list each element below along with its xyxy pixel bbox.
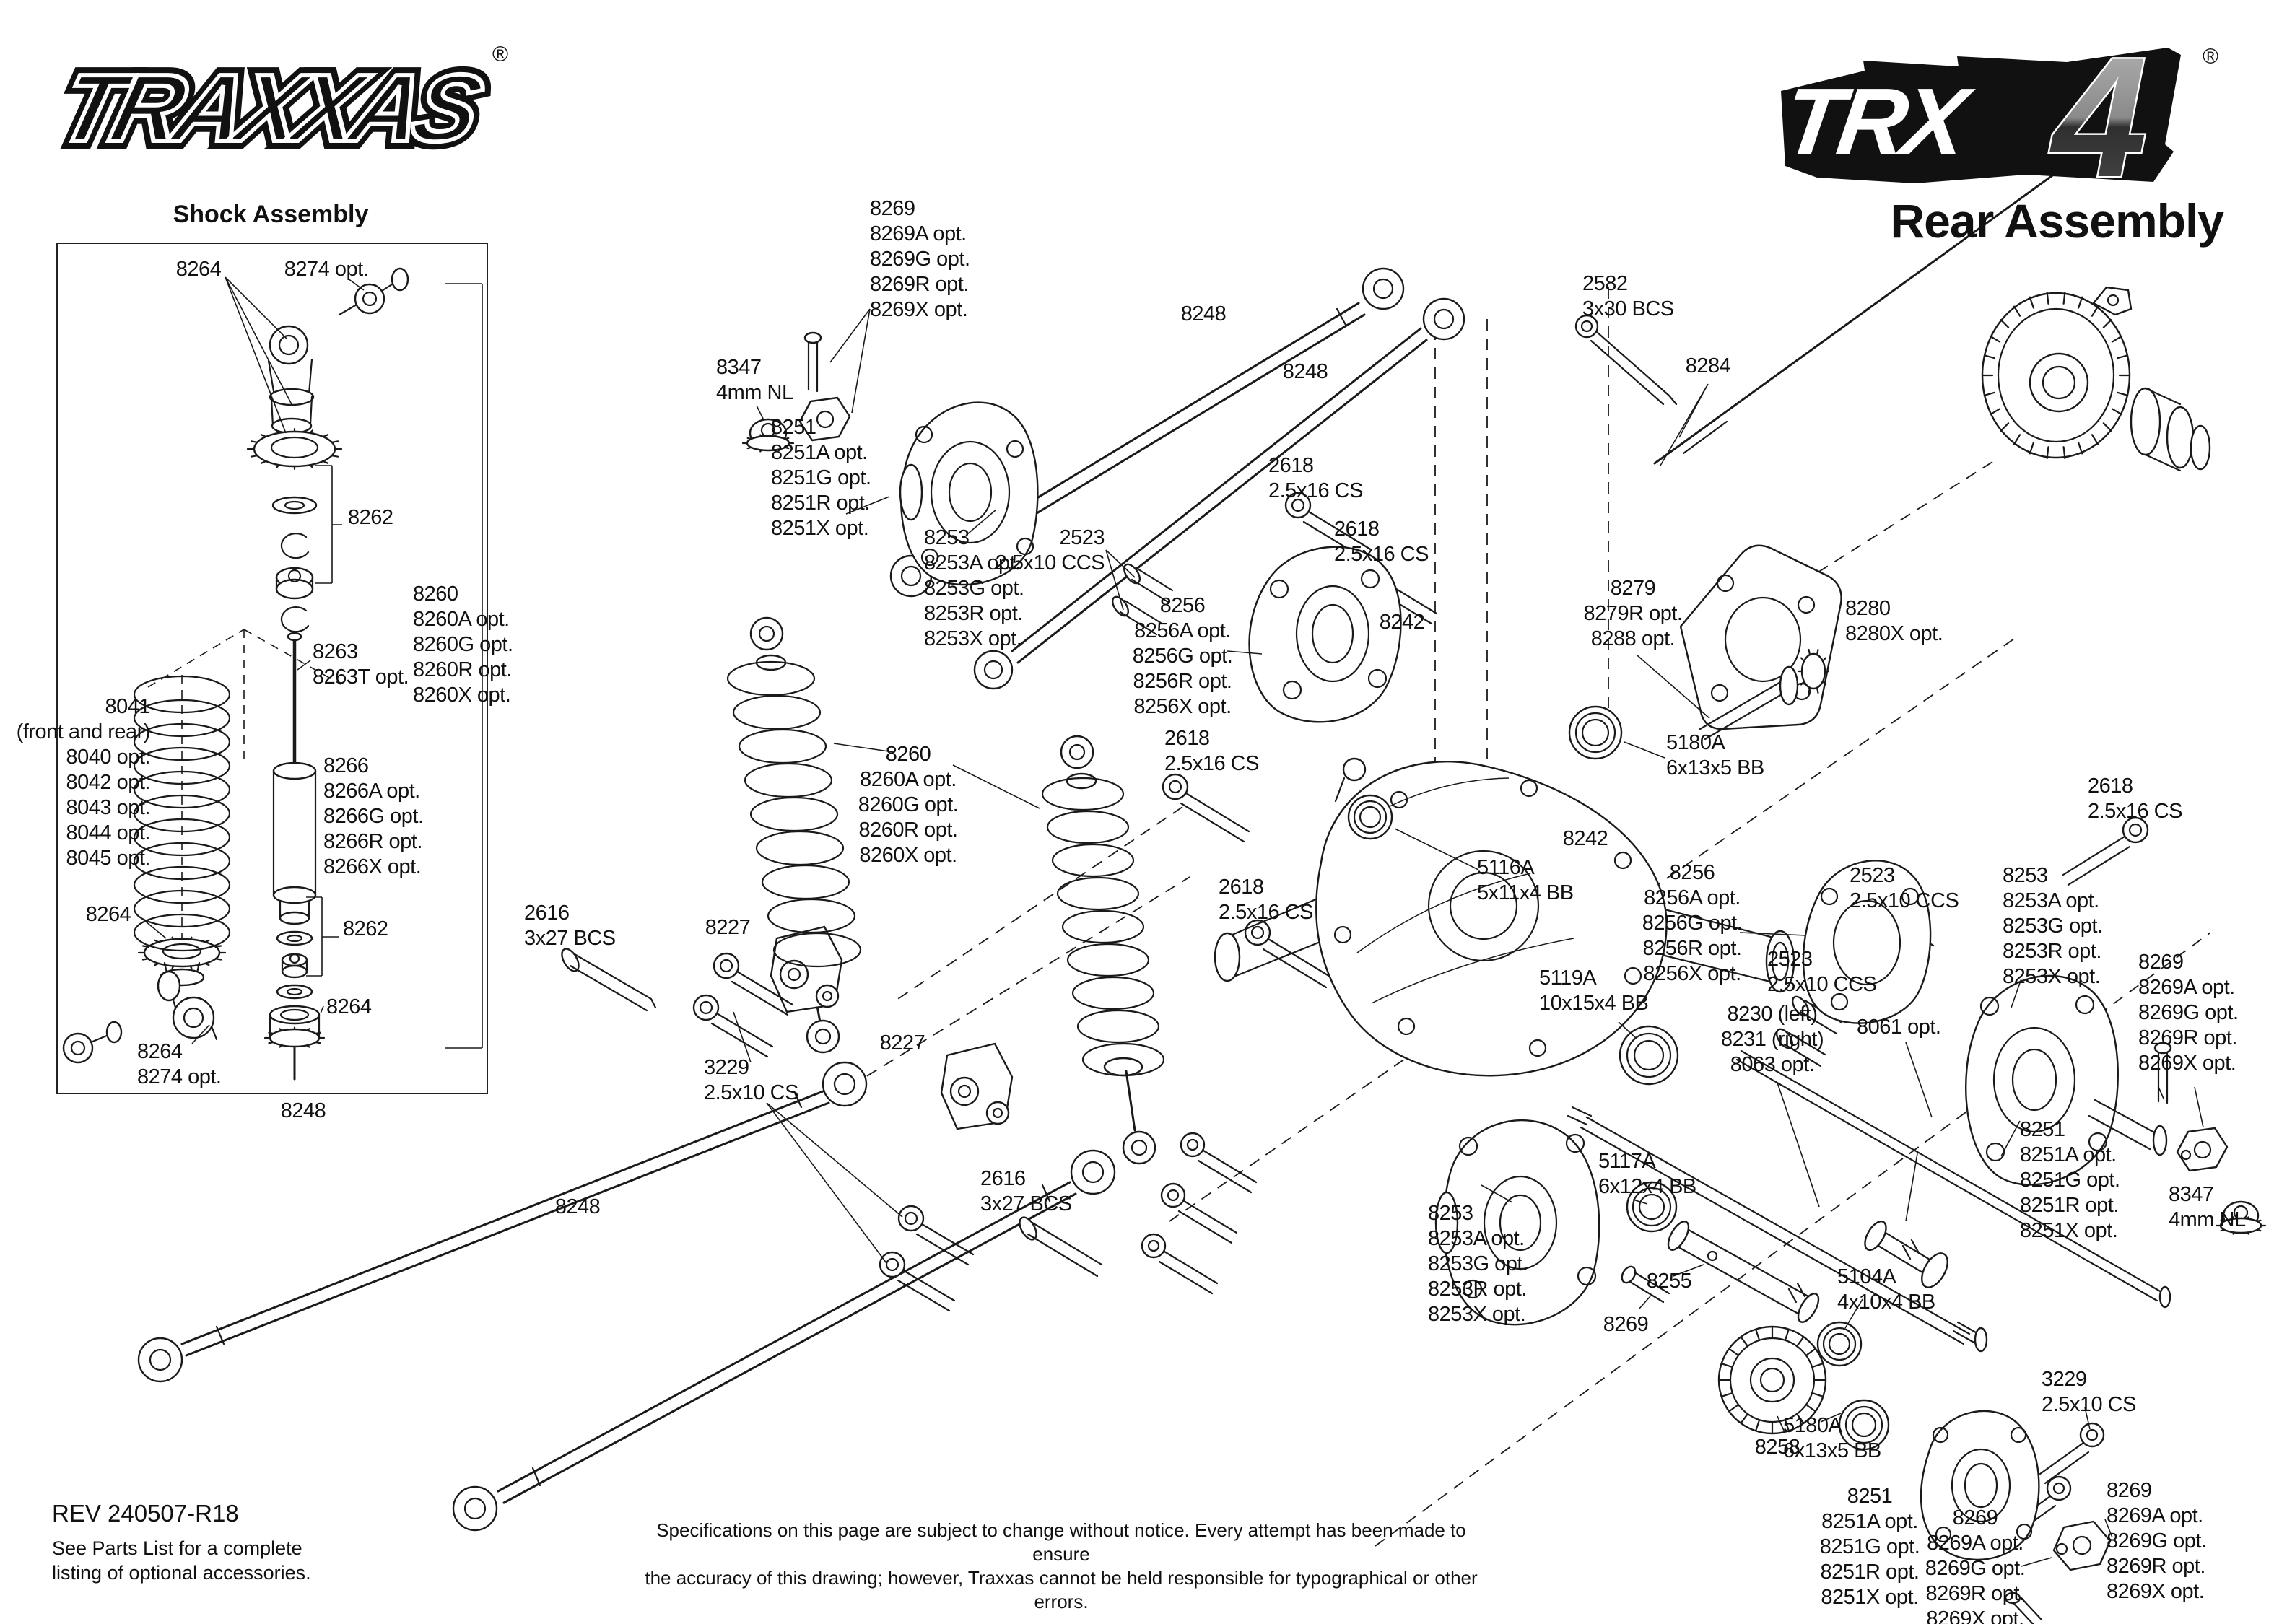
part-label-m-8251-bot: 8251 8251A opt. 8251G opt. 8251R opt. 82… bbox=[1819, 1485, 1920, 1609]
shock-damper-parts bbox=[254, 269, 408, 1079]
shock-box-leader-lines bbox=[141, 277, 482, 1048]
disclaimer-text: Specifications on this page are subject … bbox=[645, 1519, 1478, 1612]
part-label-m-5117A: 5117A 6x12x4 BB bbox=[1598, 1150, 1696, 1198]
part-label-m-2523-a: 2523 2.5x10 CCS bbox=[995, 526, 1105, 575]
part-label-s-8264-bot: 8264 8274 opt. bbox=[137, 1040, 222, 1088]
traxxas-logo-text-outline: TRAXXAS bbox=[50, 56, 492, 162]
part-label-m-2523-b: 2523 2.5x10 CCS bbox=[1850, 864, 1959, 912]
part-label-m-5180A-a: 5180A 6x13x5 BB bbox=[1666, 731, 1764, 780]
screws-and-pins bbox=[559, 315, 2171, 1624]
registered-mark-icon: ® bbox=[2203, 45, 2218, 69]
leader-lines bbox=[733, 309, 2203, 1566]
trx4-logo-plate bbox=[1781, 48, 2181, 183]
shock-assembly-title: Shock Assembly bbox=[173, 201, 369, 228]
portal-gearbox-housings bbox=[747, 398, 2261, 1570]
part-label-m-5119A: 5119A 10x15x4 BB bbox=[1539, 966, 1649, 1015]
part-label-s-8264-cup: 8264 bbox=[326, 995, 372, 1018]
part-label-s-8260: 8260 8260A opt. 8260G opt. 8260R opt. 82… bbox=[413, 582, 513, 707]
part-label-m-8260-main: 8260 8260A opt. 8260G opt. 8260R opt. 82… bbox=[858, 743, 959, 867]
part-label-m-2618-b: 2618 2.5x16 CS bbox=[1334, 518, 1429, 566]
part-label-m-3229-a: 3229 2.5x10 CS bbox=[704, 1056, 798, 1104]
revision-text: REV 240507-R18 bbox=[52, 1500, 239, 1527]
part-label-m-8230: 8230 (left) 8231 (right) 8063 opt. bbox=[1720, 1003, 1824, 1076]
part-label-m-2618-d: 2618 2.5x16 CS bbox=[2088, 774, 2182, 823]
part-label-m-8279: 8279 8279R opt. 8288 opt. bbox=[1583, 577, 1683, 650]
part-label-m-8251-top: 8251 8251A opt. 8251G opt. 8251R opt. 82… bbox=[771, 416, 871, 540]
parts-list-note: See Parts List for a complete listing of… bbox=[52, 1537, 311, 1584]
part-label-m-2618-a: 2618 2.5x16 CS bbox=[1268, 454, 1363, 502]
registered-mark-icon: ® bbox=[492, 43, 508, 66]
output-shafts-and-bearings bbox=[1349, 654, 2170, 1351]
part-label-m-8256-left: 8256 8256A opt. 8256G opt. 8256R opt. 82… bbox=[1132, 594, 1233, 718]
part-label-m-8253-bot: 8253 8253A opt. 8253G opt. 8253R opt. 82… bbox=[1428, 1202, 1528, 1326]
part-label-m-5116A: 5116A 5x11x4 BB bbox=[1477, 856, 1574, 904]
trx4-logo-trx: TRX bbox=[1777, 69, 1979, 175]
part-label-m-8061: 8061 opt. bbox=[1857, 1016, 1941, 1039]
part-label-m-2618-c: 2618 2.5x16 CS bbox=[1164, 727, 1259, 775]
transfer-shaft-and-gear bbox=[1627, 1182, 1889, 1449]
part-label-m-8280: 8280 8280X opt. bbox=[1845, 597, 1943, 645]
part-label-s-8248: 8248 bbox=[280, 1099, 326, 1122]
part-label-m-8242-a: 8242 bbox=[1379, 611, 1425, 634]
part-label-m-8347-top: 8347 4mm NL bbox=[716, 356, 793, 404]
page-title: Rear Assembly bbox=[1890, 194, 2224, 248]
part-label-m-2616-a: 2616 3x27 BCS bbox=[524, 902, 616, 950]
part-label-m-8227-a: 8227 bbox=[705, 916, 751, 939]
part-label-m-8269-botc: 8269 8269A opt. 8269G opt. 8269R opt. 82… bbox=[1925, 1506, 2026, 1624]
part-label-m-8242-b: 8242 bbox=[1562, 827, 1608, 850]
part-label-s-8262-b: 8262 bbox=[343, 917, 388, 940]
part-label-s-8274-top: 8274 opt. bbox=[284, 258, 369, 281]
assembled-shock-absorbers bbox=[751, 618, 1155, 1164]
part-label-m-8269-botr: 8269 8269A opt. 8269G opt. 8269R opt. 82… bbox=[2107, 1479, 2207, 1603]
trx4-logo-four: 4 bbox=[2049, 35, 2147, 201]
part-label-m-8347-right: 8347 4mm NL bbox=[2169, 1183, 2246, 1231]
traxxas-logo: TRAXXAS TRAXXAS ® bbox=[38, 22, 528, 198]
part-label-m-8248-a: 8248 bbox=[1180, 302, 1227, 326]
suspension-link-rods bbox=[139, 269, 1464, 1530]
part-label-m-2523-c: 2523 2.5x10 CCS bbox=[1767, 948, 1877, 996]
part-label-m-8284: 8284 bbox=[1685, 354, 1731, 377]
part-label-m-3229-b: 3229 2.5x10 CS bbox=[2042, 1368, 2136, 1416]
pinion-shaft-and-differential bbox=[1655, 126, 2210, 471]
part-label-s-8266: 8266 8266A opt. 8266G opt. 8266R opt. 82… bbox=[323, 754, 424, 878]
shock-assembly-box bbox=[56, 243, 488, 1094]
part-label-m-5104A: 5104A 4x10x4 BB bbox=[1837, 1265, 1935, 1314]
part-label-s-8263: 8263 8263T opt. bbox=[313, 640, 409, 689]
part-label-s-8262-a: 8262 bbox=[348, 506, 393, 529]
part-label-m-8255: 8255 bbox=[1646, 1270, 1692, 1293]
part-label-m-2616-b: 2616 3x27 BCS bbox=[980, 1167, 1072, 1215]
part-label-s-8264-perch: 8264 bbox=[85, 903, 131, 926]
part-label-m-8269-top: 8269 8269A opt. 8269G opt. 8269R opt. 82… bbox=[870, 197, 970, 321]
part-label-m-8256-right: 8256 8256A opt. 8256G opt. 8256R opt. 82… bbox=[1642, 861, 1743, 985]
part-label-m-8248-c: 8248 bbox=[554, 1195, 601, 1218]
part-label-m-8269-pin: 8269 bbox=[1603, 1313, 1649, 1336]
part-label-m-8248-b: 8248 bbox=[1282, 360, 1328, 383]
part-label-s-springs: 8041 (front and rear) 8040 opt. 8042 opt… bbox=[16, 695, 151, 870]
generated-coils-and-teeth bbox=[134, 292, 2265, 1433]
part-label-m-8253-right: 8253 8253A opt. 8253G opt. 8253R opt. 82… bbox=[2003, 864, 2103, 988]
part-label-m-2618-e: 2618 2.5x16 CS bbox=[1219, 876, 1313, 924]
traxxas-logo-text-inline: TRAXXAS bbox=[50, 56, 492, 162]
part-label-m-8251-right: 8251 8251A opt. 8251G opt. 8251R opt. 82… bbox=[2020, 1118, 2120, 1242]
part-label-m-2582: 2582 3x30 BCS bbox=[1582, 272, 1674, 320]
part-label-m-8269-right: 8269 8269A opt. 8269G opt. 8269R opt. 82… bbox=[2138, 951, 2239, 1075]
part-label-m-8253-top: 8253 8253A opt. 8253G opt. 8253R opt. 82… bbox=[924, 526, 1024, 650]
axle-housing bbox=[1215, 759, 1794, 1075]
part-label-m-5180A-b: 5180A 6x13x5 BB bbox=[1783, 1414, 1881, 1462]
part-label-s-8264-top: 8264 bbox=[175, 258, 222, 281]
shock-mounts bbox=[771, 927, 1012, 1129]
part-label-m-8258: 8258 bbox=[1754, 1436, 1800, 1459]
trx4-logo: TRX 4 ® bbox=[1772, 21, 2234, 215]
part-label-m-8227-b: 8227 bbox=[879, 1031, 925, 1055]
axle-rear-cover bbox=[1681, 546, 1842, 729]
